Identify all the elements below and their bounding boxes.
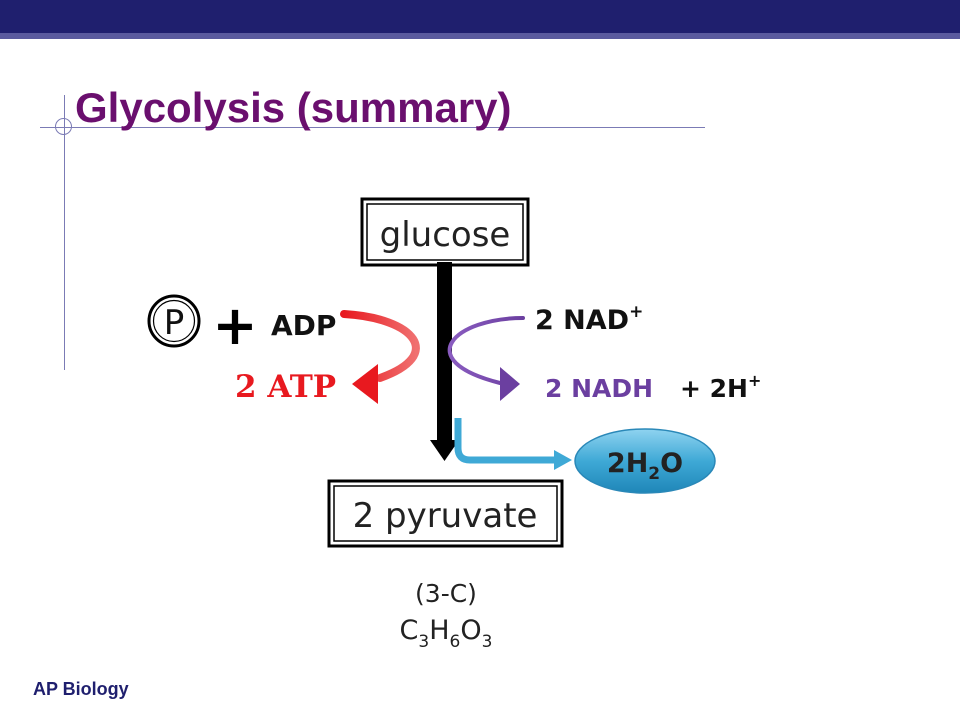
glucose-label: glucose xyxy=(380,215,511,255)
hydrogen-text: + 2H xyxy=(680,374,748,403)
hydrogen-charge: + xyxy=(748,371,761,390)
phosphate-label: P xyxy=(164,303,185,343)
formula-c-sub: 3 xyxy=(418,632,429,652)
formula-o-sub: 3 xyxy=(482,632,493,652)
pyruvate-formula: C3H6O3 xyxy=(400,615,493,652)
water-arrow xyxy=(454,418,572,470)
glucose-box: glucose xyxy=(360,197,530,267)
svg-text:+ 2H+: + 2H+ xyxy=(680,371,761,403)
title-guide-line-vertical xyxy=(64,95,65,370)
header-bar xyxy=(0,0,960,33)
water-badge: 2H2O xyxy=(574,428,716,494)
formula-o: O xyxy=(460,615,481,646)
nad-text: 2 NAD xyxy=(535,305,629,336)
formula-h: H xyxy=(429,615,449,646)
phosphate-icon: P xyxy=(147,294,201,348)
title-guide-line-horizontal xyxy=(40,127,705,128)
footer-label: AP Biology xyxy=(33,679,129,699)
atp-label: 2 ATP xyxy=(235,369,336,405)
pyruvate-label: 2 pyruvate xyxy=(353,496,538,536)
carbon-count: (3-C) xyxy=(415,579,477,608)
slide-title: Glycolysis (summary) xyxy=(75,84,512,131)
hydrogen-label: + 2H+ xyxy=(680,371,761,403)
nad-charge: + xyxy=(629,302,643,322)
formula-h-sub: 6 xyxy=(450,632,461,652)
plus-sign: + xyxy=(212,294,257,357)
header-stripe xyxy=(0,33,960,39)
crosshair-icon xyxy=(55,118,72,135)
water-text-b: O xyxy=(660,448,683,479)
svg-text:2H2O: 2H2O xyxy=(607,448,683,484)
water-subscript: 2 xyxy=(648,464,660,484)
nad-label: 2 NAD+ xyxy=(535,302,643,336)
adp-label: ADP xyxy=(271,309,336,342)
atp-arrow xyxy=(340,310,420,404)
svg-text:2 NAD+: 2 NAD+ xyxy=(535,302,643,336)
main-down-arrow xyxy=(430,262,459,461)
water-text-a: 2H xyxy=(607,448,648,479)
nadh-arrow xyxy=(447,316,525,401)
pyruvate-box: 2 pyruvate xyxy=(327,479,564,548)
formula-c: C xyxy=(400,615,419,646)
nadh-label: 2 NADH xyxy=(545,374,653,403)
